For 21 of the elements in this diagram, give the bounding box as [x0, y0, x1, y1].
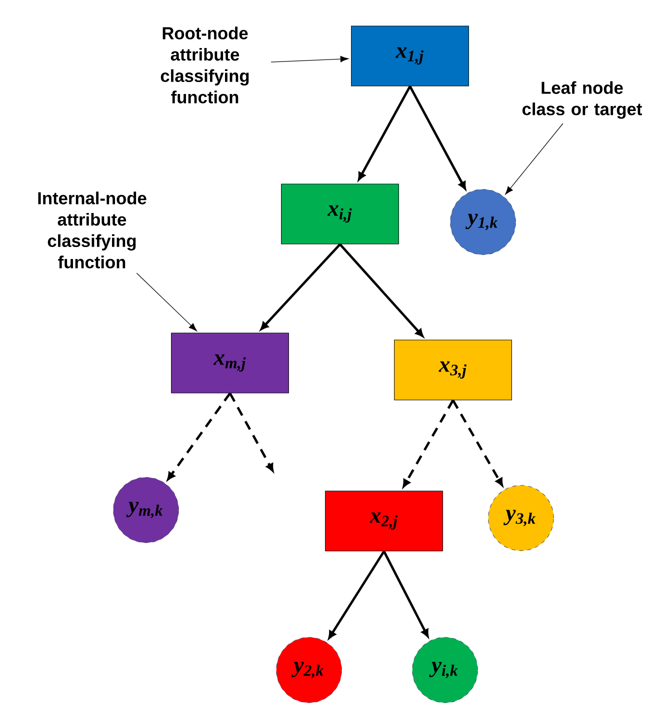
- arrow: [260, 243, 341, 330]
- decision-box: x$_{i,j}$: [281, 184, 399, 244]
- arrow: [328, 550, 386, 639]
- arrow: [408, 86, 466, 190]
- arrow: [358, 86, 412, 180]
- decision-box: x$_{m,j}$: [171, 332, 289, 394]
- annotation-text: Root-node attribute classifying function: [160, 26, 249, 104]
- arrow: [228, 392, 274, 472]
- decision-box: x$_{3,j}$: [394, 340, 512, 400]
- annotation-text: Leaf node class or target: [522, 81, 642, 119]
- arrow: [452, 400, 504, 486]
- arrow: [167, 392, 231, 480]
- annotation-text: Internal-node attribute classifying function: [38, 192, 146, 268]
- arrow: [382, 550, 429, 638]
- arrow: [339, 243, 424, 337]
- leader-line: [270, 56, 349, 62]
- leader-line: [136, 272, 197, 332]
- decision-box: x$_{1,j}$: [351, 26, 469, 86]
- decision-box: x$_{2,j}$: [325, 490, 443, 552]
- leader-line: [505, 123, 564, 195]
- arrow: [402, 400, 454, 488]
